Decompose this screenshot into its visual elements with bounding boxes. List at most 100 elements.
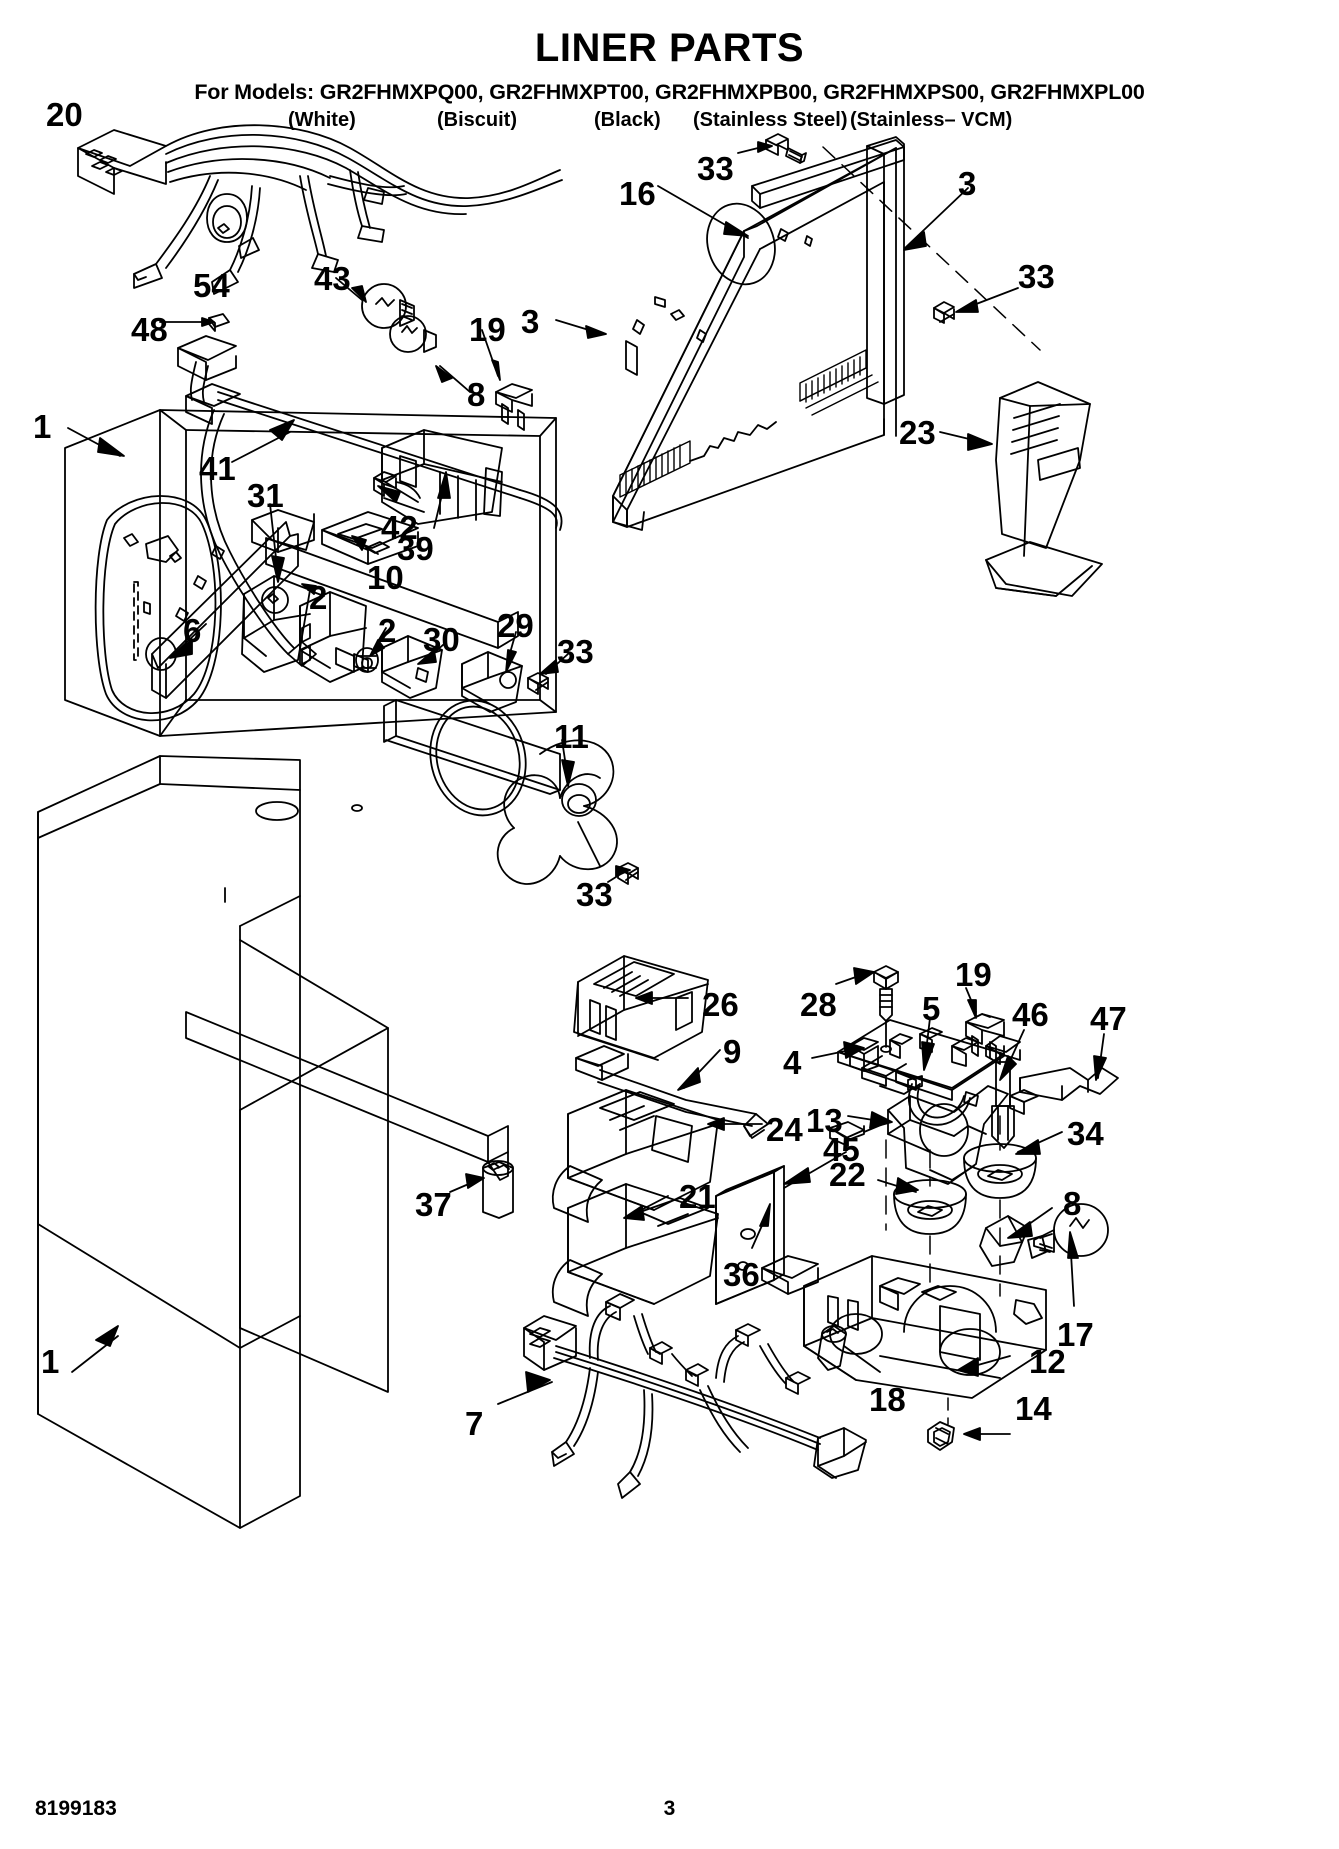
arrowhead-36 (759, 1203, 771, 1227)
arrowhead-39 (437, 471, 451, 499)
callout-26-26: 26 (702, 986, 739, 1023)
leader-8 (439, 365, 471, 393)
callout-33-23: 33 (557, 633, 594, 670)
document-number: 8199183 (35, 1797, 117, 1820)
part-plate-45 (715, 1165, 785, 1305)
callout-31-14: 31 (247, 477, 284, 514)
callout-24-34: 24 (766, 1111, 803, 1148)
callout-33-8: 33 (697, 150, 734, 187)
callout-9-32: 9 (723, 1033, 742, 1070)
part-bracket-29 (461, 651, 523, 713)
dashline-33-right (822, 146, 1041, 351)
arrowhead-22 (895, 1177, 919, 1195)
arrowhead-8-lower (1007, 1221, 1033, 1239)
callout-14-46: 14 (1015, 1390, 1052, 1427)
color-label-4: (Stainless– VCM) (850, 109, 1013, 131)
callout-10-17: 10 (367, 559, 404, 596)
arrowhead-47 (1093, 1055, 1107, 1081)
part-fan-11 (383, 699, 618, 885)
callout-29-22: 29 (497, 607, 534, 644)
leader-43 (335, 277, 363, 301)
callout-7-47: 7 (465, 1405, 484, 1442)
arrowhead-1-upper (97, 437, 125, 457)
arrowhead-41 (269, 419, 295, 441)
part-screw-33-right (933, 301, 955, 324)
leader-3-right (904, 187, 969, 249)
arrowhead-33-mid (539, 659, 559, 675)
callout-47-31: 47 (1090, 1000, 1127, 1037)
callout-2-19: 2 (309, 579, 328, 616)
arrowhead-33-fan (615, 865, 631, 877)
part-bulb-43 (361, 283, 415, 329)
arrowhead-9 (677, 1067, 701, 1091)
part-bracket-47 (1009, 1067, 1119, 1115)
arrowhead-4 (843, 1041, 865, 1059)
callout-3-9: 3 (958, 165, 977, 202)
callout-16-7: 16 (619, 175, 656, 212)
callout-33-25: 33 (576, 876, 613, 913)
part-damper-39 (381, 429, 503, 525)
callout-13-35: 13 (806, 1102, 843, 1139)
arrowhead-1-lower (95, 1325, 119, 1347)
arrowhead-42 (377, 485, 401, 503)
callout-19-29: 19 (955, 956, 992, 993)
part-duct-21 (551, 1183, 719, 1317)
arrowhead-8 (435, 365, 453, 383)
callout-1-12: 1 (33, 408, 52, 445)
callout-36-41: 36 (723, 1256, 760, 1293)
part-screw-28 (873, 965, 899, 1048)
part-cylinder-18 (817, 1325, 847, 1371)
arrowhead-34 (1015, 1139, 1041, 1155)
callout-22-37: 22 (829, 1156, 866, 1193)
part-cabinet-lower-1 (37, 755, 509, 1529)
callout-21-39: 21 (679, 1178, 716, 1215)
callout-20-0: 20 (46, 96, 83, 133)
part-strap-9 (575, 1045, 769, 1139)
arrowhead-14 (963, 1427, 981, 1441)
part-plug-37 (482, 1160, 514, 1219)
arrowhead-2b (369, 639, 385, 657)
page-number: 3 (663, 1797, 676, 1820)
callout-42-15: 42 (381, 509, 418, 546)
callout-8-5: 8 (467, 376, 486, 413)
part-rear-liner-panel (612, 136, 905, 531)
arrowhead-33-right (955, 299, 979, 313)
part-harness-7 (523, 1293, 867, 1499)
leader-7 (497, 1381, 553, 1405)
arrowhead-6 (169, 639, 193, 659)
arrowhead-16 (723, 221, 749, 237)
callout-48-3: 48 (131, 311, 168, 348)
part-screw-33-mid (527, 672, 549, 695)
page-title: LINER PARTS (534, 26, 805, 70)
callout-2-20: 2 (378, 612, 397, 649)
arrowhead-11 (561, 759, 575, 787)
arrowhead-21 (623, 1205, 645, 1221)
callout-12-44: 12 (1029, 1343, 1066, 1380)
callout-6-18: 6 (183, 612, 202, 649)
part-switch-19 (495, 383, 533, 431)
part-connector-42 (373, 471, 421, 499)
arrowhead-48 (201, 317, 215, 327)
callout-8-40: 8 (1063, 1185, 1082, 1222)
diagram-header: LINER PARTS For Models: GR2FHMXPQ00, GR2… (0, 0, 1339, 135)
arrowhead-17 (1067, 1231, 1079, 1259)
arrowhead-33-top (757, 141, 773, 153)
callout-41-13: 41 (199, 450, 236, 487)
callout-37-42: 37 (415, 1186, 452, 1223)
callout-30-21: 30 (423, 621, 460, 658)
arrowhead-24 (707, 1117, 725, 1131)
arrowhead-7 (525, 1371, 551, 1393)
arrowhead-30 (417, 649, 437, 665)
arrowhead-23 (967, 433, 993, 451)
part-housing-12 (803, 1255, 1047, 1399)
callout-1-48: 1 (41, 1343, 60, 1380)
arrowhead-3-left (585, 325, 607, 339)
part-shield-36 (761, 1255, 819, 1295)
color-label-1: (Biscuit) (437, 109, 517, 131)
callout-33-10: 33 (1018, 258, 1055, 295)
callout-54-1: 54 (193, 267, 230, 304)
part-control-board-4 (837, 1019, 1005, 1101)
color-label-2: (Black) (594, 109, 661, 131)
page-footer: 8199183 3 (0, 1779, 1339, 1849)
